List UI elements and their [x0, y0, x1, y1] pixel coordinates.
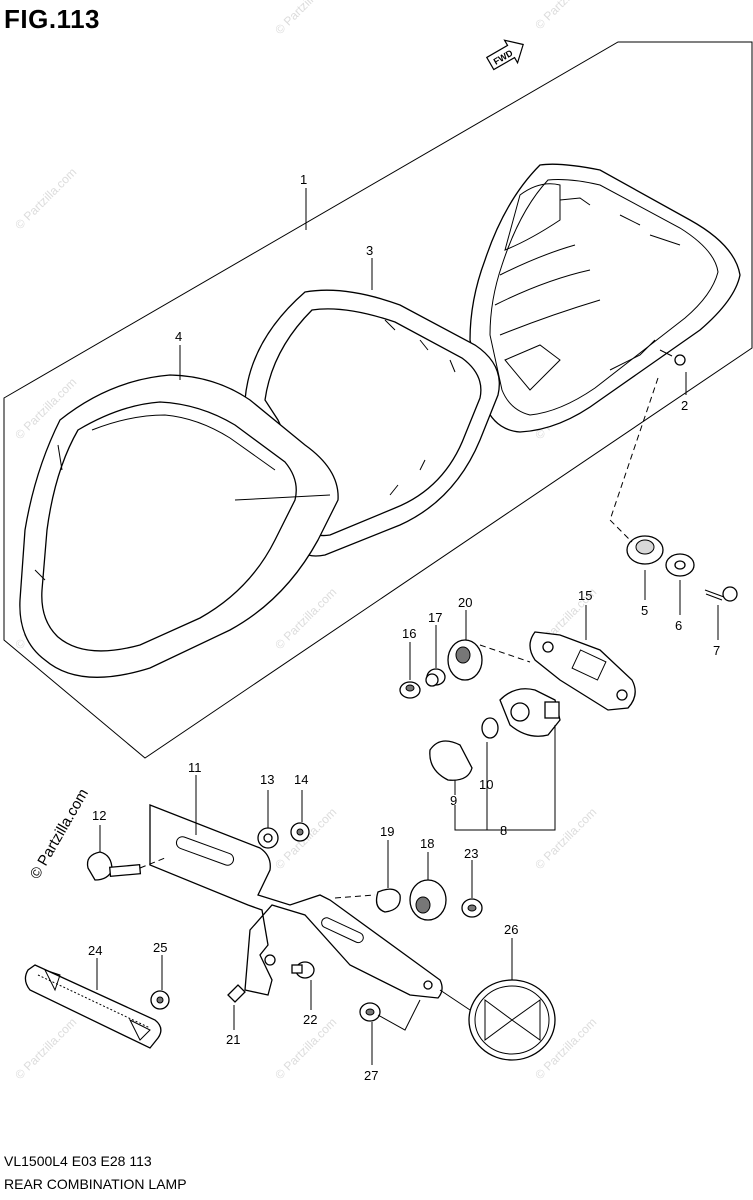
callout-15: 15	[578, 588, 592, 603]
callout-14: 14	[294, 772, 308, 787]
nut-25	[150, 990, 170, 1010]
screw-21	[227, 984, 246, 1003]
footer-model-code: VL1500L4 E03 E28 113	[4, 1153, 152, 1169]
screw-7	[704, 586, 738, 602]
watermark: © Partzilla.com	[272, 0, 339, 37]
callout-4: 4	[175, 329, 182, 344]
leader-dashed	[479, 644, 531, 663]
watermark: © Partzilla.com	[532, 0, 599, 32]
bulb-10	[481, 717, 499, 739]
callout-7: 7	[713, 643, 720, 658]
leader-dashed	[334, 894, 376, 899]
callout-13: 13	[260, 772, 274, 787]
callout-6: 6	[675, 618, 682, 633]
callout-10: 10	[479, 777, 493, 792]
license-bracket-11	[149, 804, 443, 999]
callout-19: 19	[380, 824, 394, 839]
collar-17	[425, 668, 446, 687]
grommet-20	[447, 639, 483, 681]
tail-lamp-housing	[469, 163, 741, 433]
watermark: © Partzilla.com	[532, 805, 599, 872]
leader-dashed	[609, 377, 659, 543]
callout-3: 3	[366, 243, 373, 258]
callout-23: 23	[464, 846, 478, 861]
grommet-18	[409, 879, 447, 921]
nut-14	[290, 822, 310, 842]
callout-11: 11	[188, 760, 202, 775]
callout-5: 5	[641, 603, 648, 618]
forward-arrow-icon: FWD	[485, 39, 524, 71]
grommet-5	[626, 535, 664, 565]
leader	[439, 989, 471, 1011]
callout-2: 2	[681, 398, 688, 413]
assembly-box-outline	[3, 41, 753, 759]
washer-13	[257, 827, 279, 849]
leader-8	[454, 725, 556, 831]
callout-20: 20	[458, 595, 472, 610]
callout-27: 27	[364, 1068, 378, 1083]
reflector-26	[468, 979, 556, 1061]
reflector-24	[24, 964, 162, 1049]
callout-22: 22	[303, 1012, 317, 1027]
callout-8: 8	[500, 823, 507, 838]
lamp-cover	[19, 374, 339, 678]
callout-12: 12	[92, 808, 106, 823]
nut-23	[461, 898, 483, 918]
washer-6	[665, 553, 695, 577]
bolt-12	[86, 851, 142, 881]
lens-9	[429, 740, 473, 781]
callout-26: 26	[504, 922, 518, 937]
callout-1: 1	[300, 172, 307, 187]
watermark-vertical: © Partzilla.com	[27, 786, 92, 882]
callout-24: 24	[88, 943, 102, 958]
callout-leaders	[96, 188, 719, 1065]
figure-title: FIG.113	[4, 4, 100, 34]
callout-18: 18	[420, 836, 434, 851]
nut-27	[359, 1002, 381, 1022]
bolt-22	[291, 961, 315, 979]
collar-19	[375, 888, 401, 913]
watermark: © Partzilla.com	[12, 165, 79, 232]
callout-25: 25	[153, 940, 167, 955]
callout-16: 16	[402, 626, 416, 641]
leader-dashed	[139, 857, 166, 869]
callout-labels: 1 2 3 4 5 6 7 8 9 10 11 12 13 14 15 16 1…	[88, 172, 720, 1083]
callout-17: 17	[428, 610, 442, 625]
socket-assembly-8	[499, 688, 561, 737]
callout-9: 9	[450, 793, 457, 808]
bracket-15	[529, 631, 636, 711]
nut-16	[399, 681, 421, 699]
screw-2	[659, 349, 686, 366]
leader	[377, 999, 421, 1031]
footer-assembly-name: REAR COMBINATION LAMP	[4, 1176, 187, 1192]
callout-21: 21	[226, 1032, 240, 1047]
watermark: © Partzilla.com	[272, 585, 339, 652]
watermark: © Partzilla.com	[12, 1015, 79, 1082]
